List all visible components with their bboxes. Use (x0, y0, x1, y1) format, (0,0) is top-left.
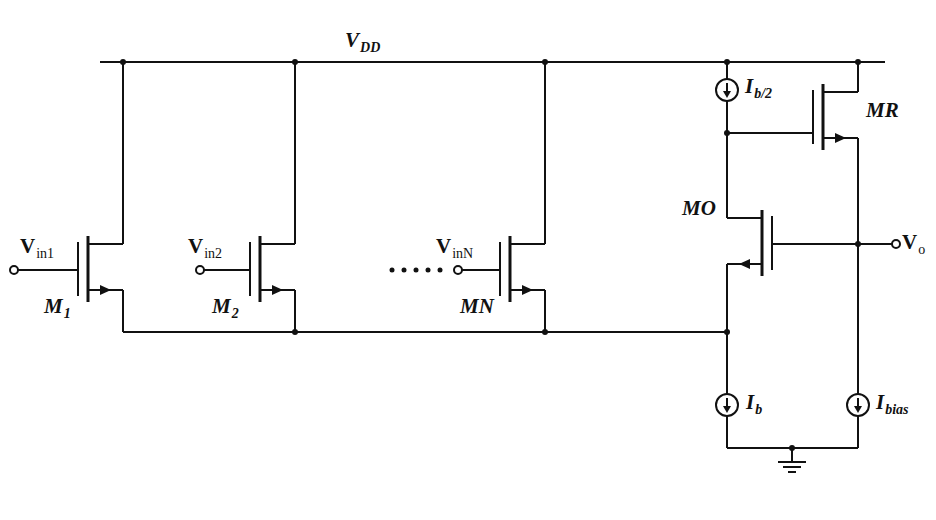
input-wires (122, 62, 124, 244)
ellipsis-dots (438, 268, 443, 273)
input-wires (122, 290, 124, 332)
transistor-name: M (44, 296, 63, 317)
input-wires (294, 290, 296, 332)
input-transistors (78, 236, 123, 302)
ground-symbol (788, 471, 796, 473)
junction-dots (292, 59, 298, 65)
input-transistors (500, 236, 545, 302)
transistor-name: MN (460, 296, 494, 317)
junction-dots (855, 241, 861, 247)
output-transistors (727, 210, 772, 276)
input-wires (294, 62, 296, 244)
input-transistors (250, 236, 295, 302)
source-rail (123, 331, 727, 333)
signal-subscript: in1 (36, 247, 54, 261)
input-wires (18, 62, 545, 332)
output-wires (857, 138, 859, 394)
current-sources (847, 394, 869, 416)
current-subscript: bias (885, 403, 908, 417)
current-subscript: b (755, 403, 762, 417)
current-name: I (745, 76, 753, 97)
signal-name: V (902, 232, 917, 253)
ellipsis-dots (390, 268, 395, 273)
ellipsis-dots (390, 268, 443, 273)
junction-dots (724, 59, 730, 65)
input-wires (204, 269, 250, 271)
supply-subscript: DD (360, 41, 380, 55)
output-wires (772, 243, 892, 245)
input-wires (544, 290, 546, 332)
output-wires (726, 416, 728, 448)
input-terminals (454, 266, 462, 274)
signal-subscript: in2 (204, 247, 222, 261)
ellipsis-dots (402, 268, 407, 273)
current-subscript: b/2 (754, 87, 772, 101)
current-name: I (746, 392, 754, 413)
junction-dots (120, 59, 126, 65)
output-wires (727, 132, 813, 134)
input-wires (18, 269, 78, 271)
supply-rail (100, 61, 885, 63)
input-wires (544, 62, 546, 244)
supply-name: V (345, 30, 359, 51)
junction-dots (542, 59, 548, 65)
transistor-subscript: 2 (232, 307, 239, 321)
output-transistors (813, 84, 858, 150)
output-transistors (727, 84, 858, 276)
transistor-subscript: 1 (64, 307, 71, 321)
output-wires (727, 62, 892, 462)
output-wires (726, 101, 728, 218)
transistor-name: MR (866, 100, 899, 121)
junction-dots (724, 329, 730, 335)
signal-name: V (20, 236, 35, 257)
current-sources (716, 79, 738, 101)
current-sources (716, 79, 869, 416)
junction-dots (789, 445, 795, 451)
source-rail (123, 331, 727, 333)
output-wires (857, 416, 859, 448)
ellipsis-dots (414, 268, 419, 273)
junction-dots (542, 329, 548, 335)
output-terminal (892, 240, 900, 248)
ground-symbol (783, 466, 801, 468)
junction-dots (120, 59, 861, 451)
input-terminals (10, 266, 18, 274)
signal-name: V (188, 236, 203, 257)
transistor-name: MO (682, 198, 716, 219)
input-terminals (196, 266, 204, 274)
junction-dots (724, 130, 730, 136)
signal-name: V (436, 236, 451, 257)
ground-symbol (778, 462, 806, 472)
signal-subscript: o (918, 243, 925, 257)
junction-dots (855, 59, 861, 65)
output-terminal (892, 240, 900, 248)
junction-dots (292, 329, 298, 335)
input-terminals (10, 266, 462, 274)
signal-subscript: inN (452, 247, 473, 261)
output-wires (857, 62, 859, 92)
supply-rail (100, 61, 885, 63)
input-transistors (78, 236, 545, 302)
transistor-name: M (212, 296, 231, 317)
ellipsis-dots (426, 268, 431, 273)
current-sources (716, 394, 738, 416)
ground-symbol (778, 461, 806, 463)
current-name: I (876, 392, 884, 413)
input-wires (462, 269, 500, 271)
